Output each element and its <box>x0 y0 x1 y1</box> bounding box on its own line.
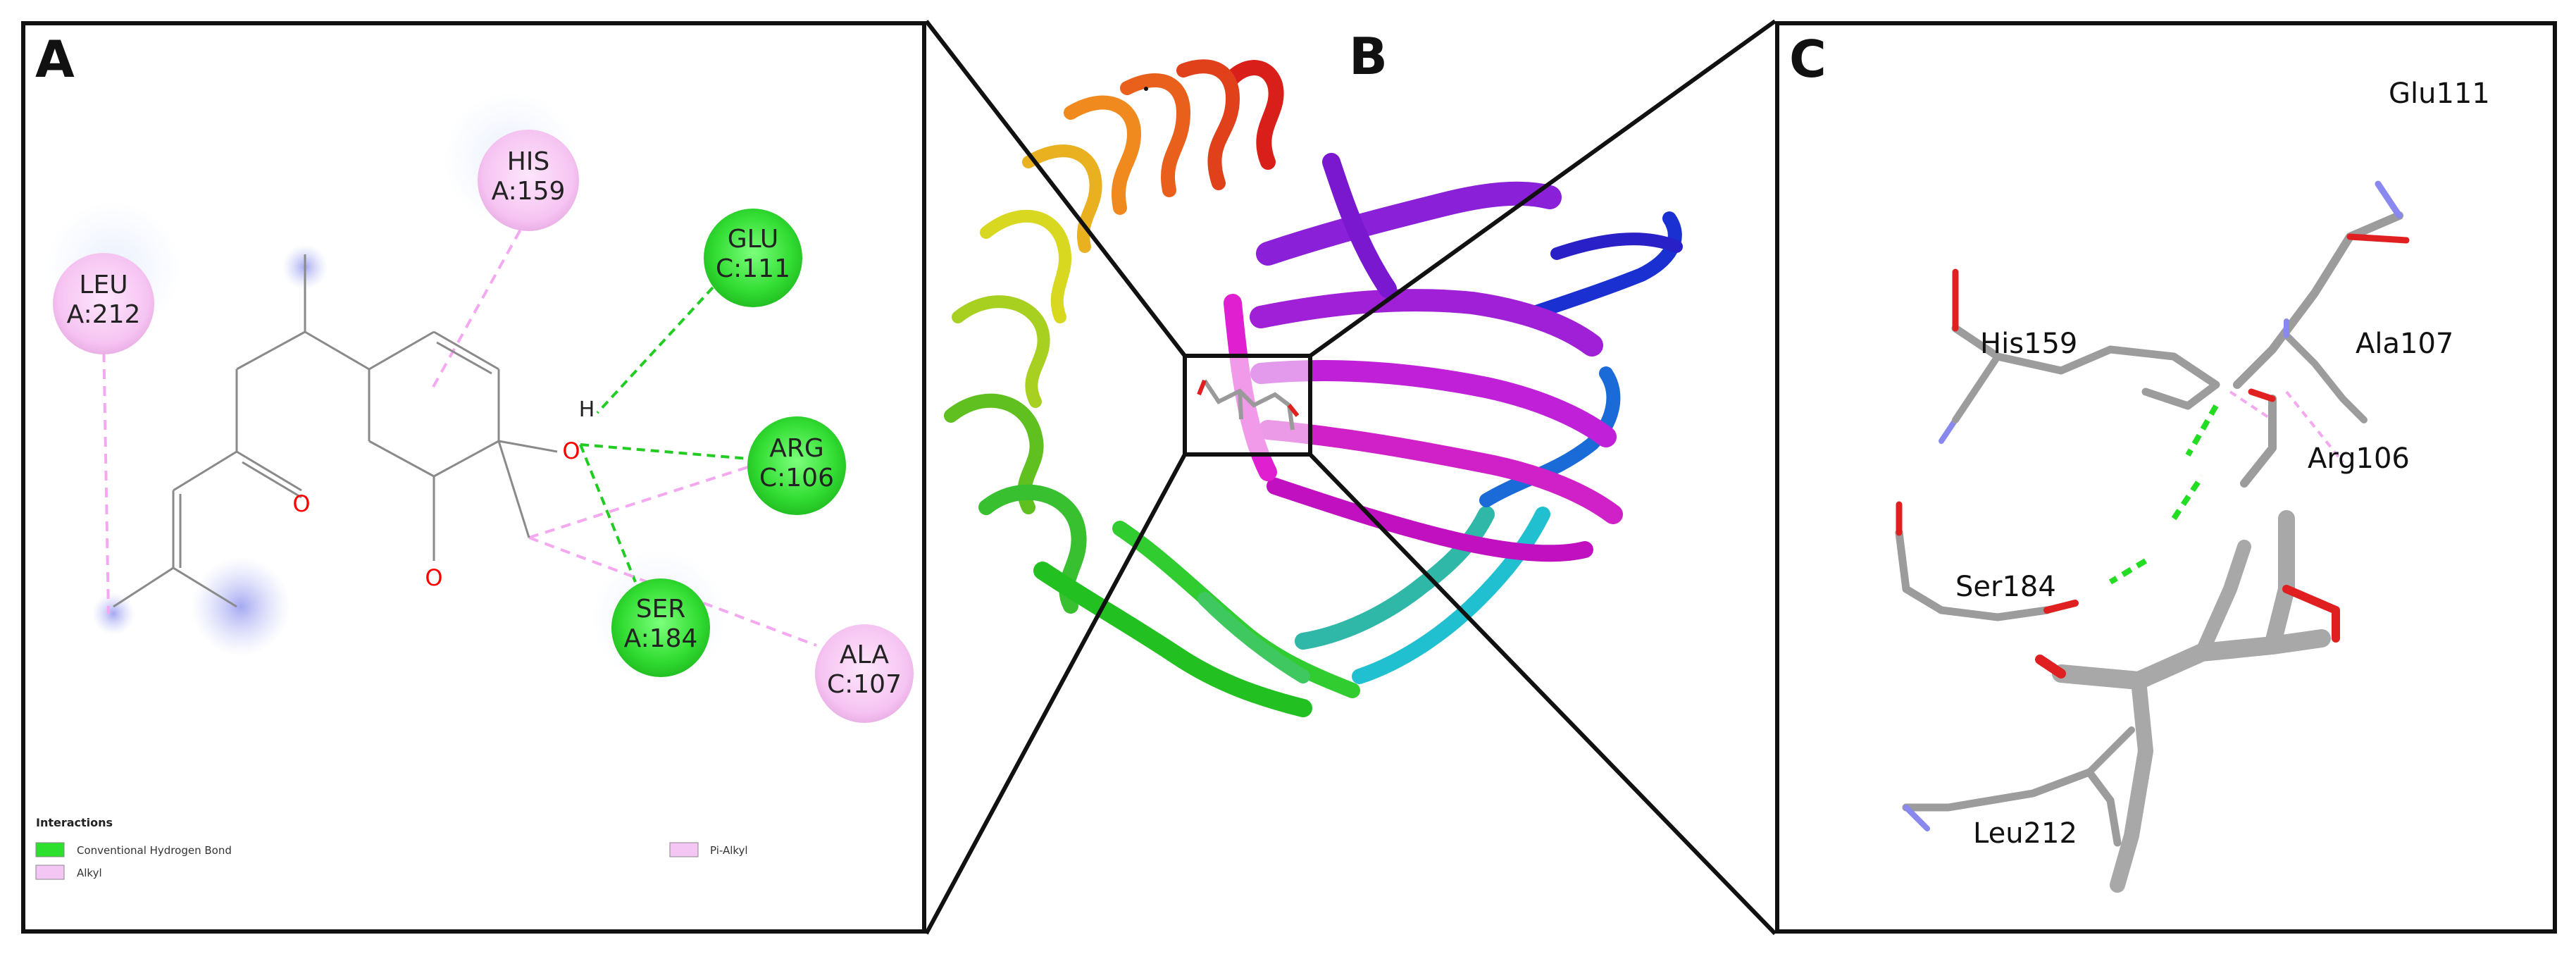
residue-labels: Glu111 His159 Ala107 Arg106 Ser184 Leu21… <box>1955 78 2490 850</box>
panel-c-letter: C <box>1789 30 1827 89</box>
panel-c-binding-site: C <box>1775 21 2557 934</box>
label-his159: His159 <box>1980 328 2077 360</box>
binding-site-svg: Glu111 His159 Ala107 Arg106 Ser184 Leu21… <box>1779 25 2553 929</box>
residue-sticks <box>1899 184 2406 885</box>
label-glu111: Glu111 <box>2389 78 2490 110</box>
hbond-dashes <box>2110 406 2216 582</box>
label-leu212: Leu212 <box>1973 817 2077 850</box>
label-ser184: Ser184 <box>1955 571 2056 603</box>
label-arg106: Arg106 <box>2308 442 2410 475</box>
label-ala107: Ala107 <box>2356 328 2453 360</box>
